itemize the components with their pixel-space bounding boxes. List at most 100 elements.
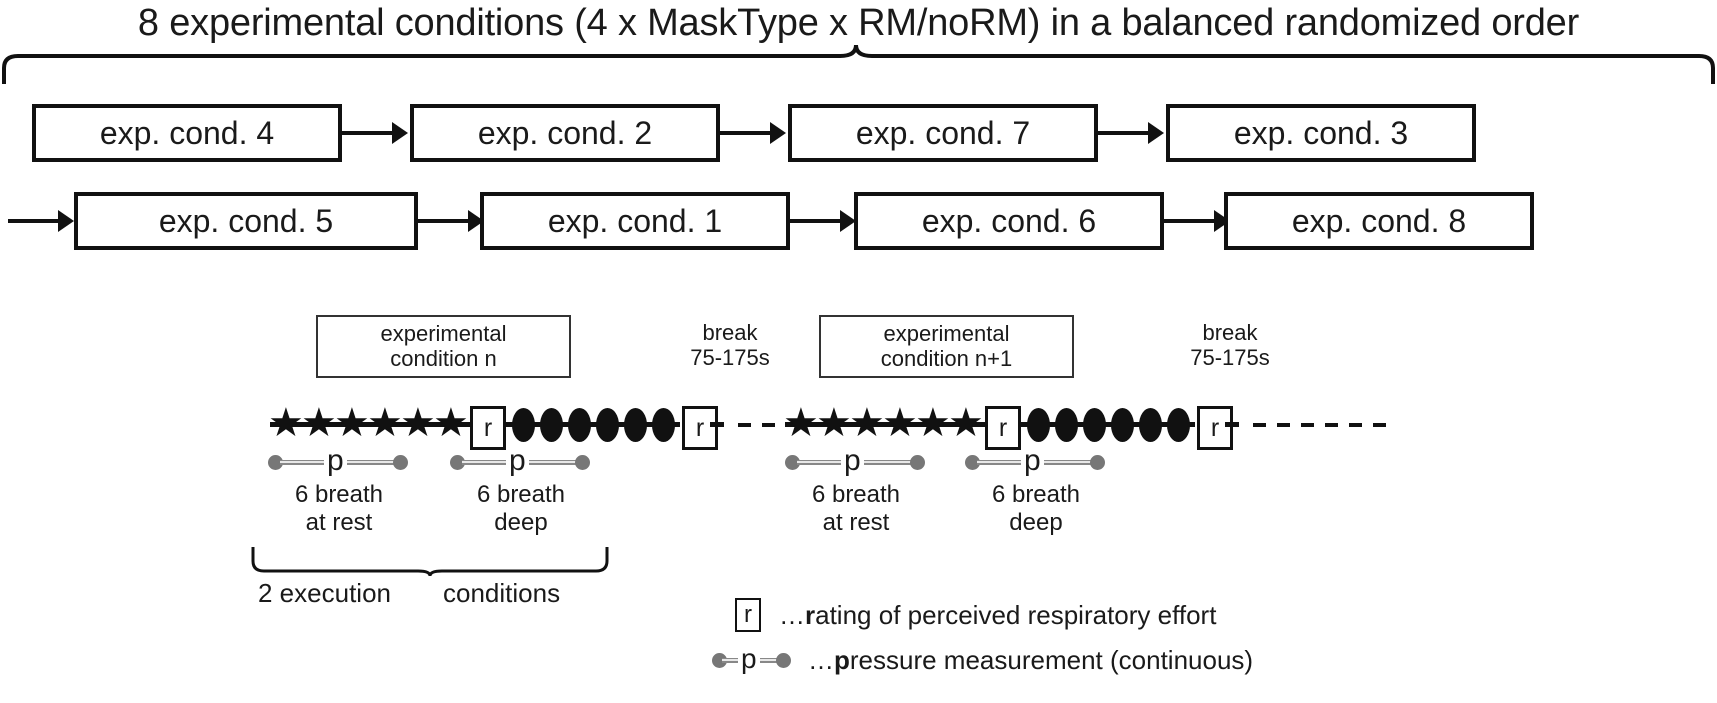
rating-box-1[interactable]: r — [470, 406, 506, 450]
flow-arrow-head-3 — [1148, 122, 1164, 144]
flow-arrow-3 — [1098, 131, 1150, 135]
breath-label-rest-2: 6 breath at rest — [785, 481, 927, 537]
legend-rating-bold: r — [805, 600, 816, 630]
break-1-line2: 75-175s — [690, 345, 770, 370]
legend-pressure-dot-right-icon — [776, 653, 791, 668]
breath-deep-1-line1: 6 breath — [476, 481, 566, 508]
breath-star-icon: ★ — [849, 401, 885, 445]
breath-rest-2-line1: 6 breath — [811, 481, 901, 508]
breath-deep-1-line2: deep — [494, 509, 548, 536]
timeline-block-2: ★ ★ ★ ★ ★ ★ r r — [0, 400, 1717, 450]
breath-star-icon: ★ — [367, 401, 403, 445]
legend-pressure-row: p …pressure measurement (continuous) — [712, 644, 1253, 675]
rating-box-2[interactable]: r — [682, 406, 718, 450]
timeline-dashed-break-2 — [1253, 423, 1387, 427]
flow-row-2: exp. cond. 5 exp. cond. 1 exp. cond. 6 e… — [0, 188, 1717, 260]
breath-star-icon: ★ — [268, 401, 304, 445]
break-2-line1: break — [1202, 320, 1258, 345]
pressure-dot-left-icon — [268, 455, 283, 470]
pressure-bar-deep-2: p — [965, 446, 1105, 476]
bottom-caption-left: 2 execution — [258, 578, 391, 608]
flow-arrow-5 — [790, 219, 842, 223]
breath-star-icon: ★ — [301, 401, 337, 445]
breath-label-deep-2: 6 breath deep — [965, 481, 1107, 537]
timeline-axis-2 — [785, 422, 1137, 427]
bottom-caption-right: conditions — [443, 578, 561, 608]
pressure-dot-right-icon — [393, 455, 408, 470]
pressure-label: p — [506, 446, 529, 476]
condition-box-3[interactable]: exp. cond. 3 — [1166, 104, 1476, 162]
timeline-axis-1 — [270, 422, 622, 427]
top-curly-brace — [1, 44, 1715, 84]
flow-arrow-wrap — [8, 219, 60, 223]
flow-arrow-head-2 — [770, 122, 786, 144]
legend-pressure-bold: p — [834, 645, 850, 675]
pressure-label: p — [841, 446, 864, 476]
legend-pressure-prefix: … — [808, 645, 834, 675]
bottom-curly-brace — [251, 547, 609, 577]
breath-star-icon: ★ — [915, 401, 951, 445]
legend-rating-row: r …rating of perceived respiratory effor… — [735, 598, 1216, 632]
flow-arrow-1 — [342, 131, 394, 135]
break-2-line2: 75-175s — [1190, 345, 1270, 370]
condition-box-7[interactable]: exp. cond. 7 — [788, 104, 1098, 162]
timeline-box-n-line1: experimental — [380, 321, 507, 346]
legend-pressure-text: …pressure measurement (continuous) — [808, 645, 1253, 675]
legend-rating-text: …rating of perceived respiratory effort — [779, 600, 1216, 630]
breath-star-icon: ★ — [816, 401, 852, 445]
timeline-block-1: ★ ★ ★ ★ ★ ★ r r — [0, 400, 1717, 450]
breath-star-icon: ★ — [948, 401, 984, 445]
pressure-bar-rest-1: p — [268, 446, 408, 476]
condition-box-8[interactable]: exp. cond. 8 — [1224, 192, 1534, 250]
pressure-dot-right-icon — [1090, 455, 1105, 470]
condition-box-6[interactable]: exp. cond. 6 — [854, 192, 1164, 250]
breath-star-icon: ★ — [400, 401, 436, 445]
timeline-box-n-line2: condition n — [390, 346, 497, 371]
legend-pressure-icon: p — [712, 644, 792, 674]
breath-label-rest-1: 6 breath at rest — [268, 481, 410, 537]
rating-box-3[interactable]: r — [985, 406, 1021, 450]
legend-pressure-dot-left-icon — [712, 653, 727, 668]
timeline-axis-2c — [1225, 422, 1239, 427]
page-title: 8 experimental conditions (4 x MaskType … — [137, 2, 1580, 44]
flow-arrow-2 — [720, 131, 772, 135]
breath-star-icon: ★ — [882, 401, 918, 445]
breath-deep-2-line1: 6 breath — [991, 481, 1081, 508]
rating-box-4[interactable]: r — [1197, 406, 1233, 450]
pressure-dot-left-icon — [450, 455, 465, 470]
breath-star-icon: ★ — [433, 401, 469, 445]
pressure-dot-left-icon — [965, 455, 980, 470]
timeline-box-n1-line2: condition n+1 — [880, 346, 1013, 371]
condition-box-2[interactable]: exp. cond. 2 — [410, 104, 720, 162]
legend-rating-rest: ating of perceived respiratory effort — [815, 600, 1217, 630]
break-label-2: break 75-175s — [1145, 320, 1315, 370]
flow-arrow-head-5 — [840, 210, 856, 232]
pressure-bar-rest-2: p — [785, 446, 925, 476]
timeline-axis-1b — [505, 422, 680, 427]
legend-rating-prefix: … — [779, 600, 805, 630]
pressure-bar-deep-1: p — [450, 446, 590, 476]
pressure-label: p — [324, 446, 347, 476]
timeline-axis-1c — [710, 422, 724, 427]
breath-rest-2-line2: at rest — [822, 509, 890, 536]
breath-deep-2-line2: deep — [1009, 509, 1063, 536]
pressure-label: p — [1021, 446, 1044, 476]
timeline-box-n1-line1: experimental — [883, 321, 1010, 346]
breath-rest-1-line2: at rest — [305, 509, 373, 536]
condition-box-1[interactable]: exp. cond. 1 — [480, 192, 790, 250]
break-1-line1: break — [702, 320, 758, 345]
breath-star-icon: ★ — [783, 401, 819, 445]
legend-pressure-label: p — [738, 644, 760, 674]
timeline-condition-box-n: experimental condition n — [316, 315, 571, 378]
flow-arrow-4 — [418, 219, 470, 223]
breath-label-deep-1: 6 breath deep — [450, 481, 592, 537]
breath-rest-1-line1: 6 breath — [294, 481, 384, 508]
flow-arrow-head-1 — [392, 122, 408, 144]
break-label-1: break 75-175s — [645, 320, 815, 370]
condition-box-4[interactable]: exp. cond. 4 — [32, 104, 342, 162]
legend-rating-box-icon: r — [735, 598, 761, 632]
flow-arrow-head-wrap — [58, 210, 74, 232]
timeline-condition-box-n1: experimental condition n+1 — [819, 315, 1074, 378]
condition-box-5[interactable]: exp. cond. 5 — [74, 192, 418, 250]
legend-pressure-rest: ressure measurement (continuous) — [849, 645, 1254, 675]
